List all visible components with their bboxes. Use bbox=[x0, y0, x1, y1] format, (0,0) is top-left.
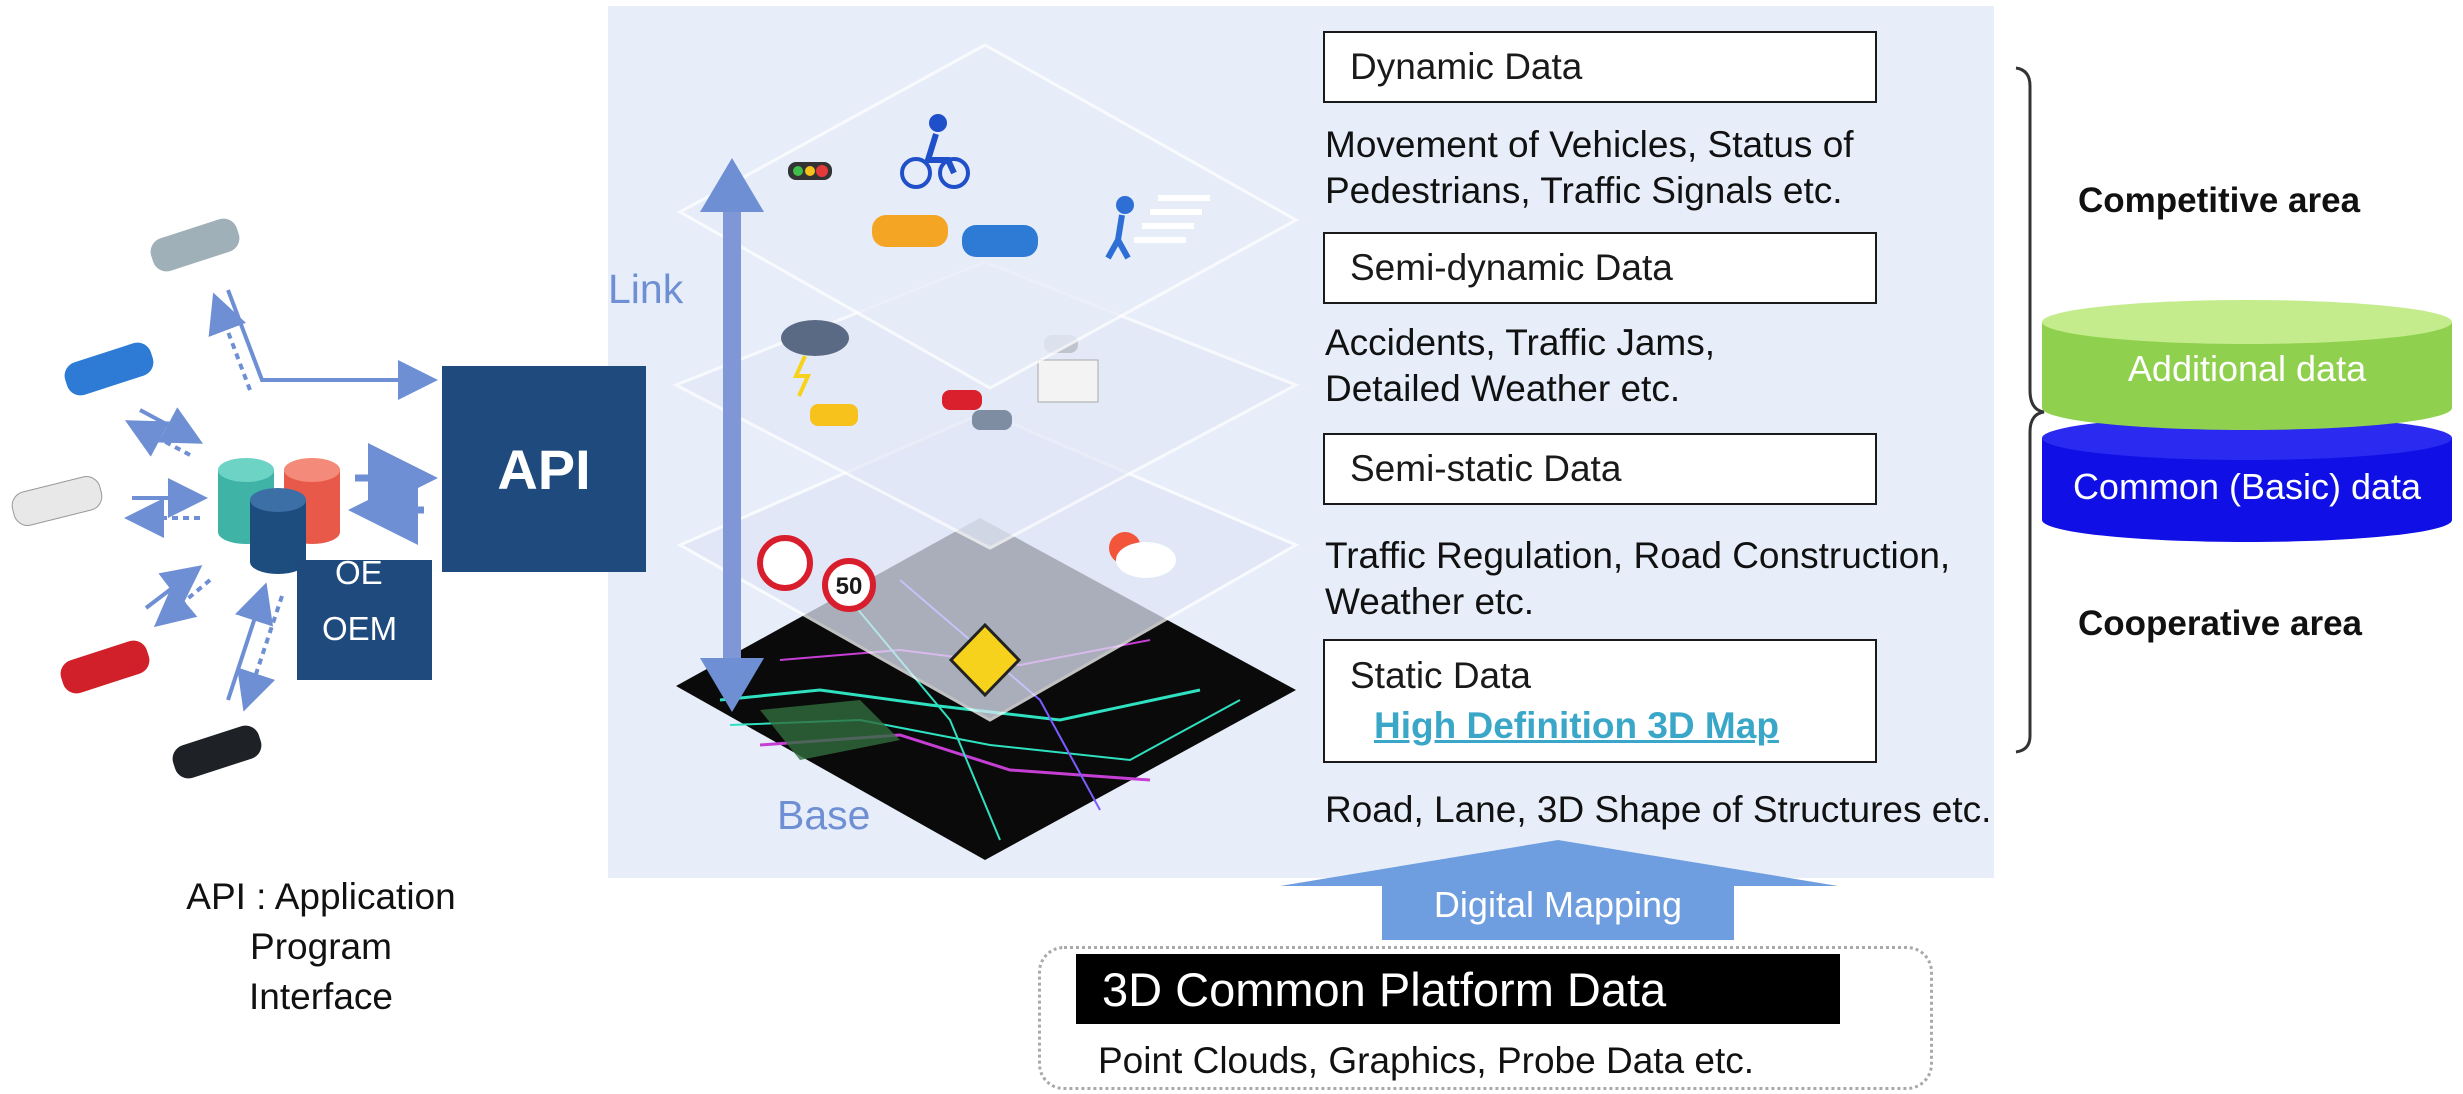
pedestrian-icon bbox=[1105, 196, 1134, 260]
dynamic-data-box: Dynamic Data bbox=[1323, 31, 1877, 103]
semi-static-layer: 50 bbox=[676, 410, 1300, 722]
api-note-line: Interface bbox=[249, 976, 393, 1017]
cloud-sun-icon bbox=[1109, 532, 1176, 578]
semi-dynamic-layer bbox=[672, 260, 1300, 550]
common-data-label: Common (Basic) data bbox=[2072, 466, 2422, 507]
oem-box: OE OEM bbox=[297, 560, 432, 680]
database-icons bbox=[218, 458, 340, 574]
api-box: API bbox=[442, 366, 646, 572]
car-icon bbox=[64, 342, 154, 396]
truck-icon bbox=[1037, 359, 1099, 403]
car-icon bbox=[962, 225, 1038, 257]
oem-partial-label: OE bbox=[335, 560, 383, 591]
platform-description: Point Clouds, Graphics, Probe Data etc. bbox=[1098, 1040, 1755, 1081]
car-icon bbox=[150, 218, 240, 272]
cooperative-area-label: Cooperative area bbox=[2078, 604, 2363, 643]
car-icon bbox=[872, 215, 948, 247]
description-line: Detailed Weather etc. bbox=[1325, 368, 1681, 409]
api-note-line: Program bbox=[250, 926, 392, 967]
svg-text:50: 50 bbox=[836, 573, 863, 600]
car-icon bbox=[942, 390, 982, 410]
car-accident-icon bbox=[810, 404, 858, 426]
speed-limit-sign-icon bbox=[822, 558, 876, 612]
description-line: Weather etc. bbox=[1325, 581, 1535, 622]
semi-static-data-description: Traffic Regulation, Road Construction, W… bbox=[1325, 533, 1950, 625]
description-line: Accidents, Traffic Jams, bbox=[1325, 322, 1715, 363]
oem-label: OEM bbox=[322, 610, 398, 647]
static-data-title: Static Data bbox=[1350, 655, 1531, 696]
car-fleet bbox=[11, 218, 262, 779]
car-icon bbox=[972, 410, 1012, 430]
car-icon bbox=[11, 476, 103, 526]
car-icon bbox=[172, 725, 262, 779]
data-flow-arrows bbox=[124, 289, 438, 712]
digital-mapping-label: Digital Mapping bbox=[1433, 884, 1683, 925]
crosswalk-icon bbox=[1134, 195, 1210, 243]
description-line: Traffic Regulation, Road Construction, bbox=[1325, 535, 1951, 576]
description-line: Movement of Vehicles, Status of bbox=[1325, 124, 1854, 165]
car-icon bbox=[60, 640, 150, 694]
static-data-description: Road, Lane, 3D Shape of Structures etc. bbox=[1325, 787, 1991, 833]
additional-data-label: Additional data bbox=[2127, 348, 2367, 389]
api-note-line: API : Application bbox=[186, 876, 456, 917]
area-bracket bbox=[2015, 66, 2045, 754]
storm-cloud-icon bbox=[781, 320, 849, 397]
semi-static-data-box: Semi-static Data bbox=[1323, 433, 1877, 505]
api-footnote: API : Application Program Interface bbox=[128, 872, 514, 1022]
platform-data-box bbox=[1038, 946, 1933, 1090]
digital-mapping-arrow bbox=[1280, 840, 1838, 940]
semi-dynamic-data-description: Accidents, Traffic Jams, Detailed Weathe… bbox=[1325, 320, 1715, 412]
cyclist-icon bbox=[900, 114, 970, 189]
additional-data-cylinder bbox=[2042, 300, 2452, 430]
dynamic-layer bbox=[676, 43, 1300, 390]
link-arrow bbox=[700, 158, 764, 712]
traffic-light-icon bbox=[788, 162, 832, 180]
dynamic-data-description: Movement of Vehicles, Status of Pedestri… bbox=[1325, 122, 1854, 214]
construction-sign-icon bbox=[948, 622, 1022, 698]
hd-map-link[interactable]: High Definition 3D Map bbox=[1374, 705, 1779, 746]
description-line: Road, Lane, 3D Shape of Structures etc. bbox=[1325, 789, 1992, 830]
static-data-box: Static Data High Definition 3D Map bbox=[1323, 639, 1877, 763]
description-line: Pedestrians, Traffic Signals etc. bbox=[1325, 170, 1843, 211]
no-parking-sign-icon bbox=[757, 535, 813, 591]
competitive-area-label: Competitive area bbox=[2078, 181, 2361, 220]
platform-title: 3D Common Platform Data bbox=[1076, 954, 1840, 1024]
base-label: Base bbox=[777, 792, 871, 838]
semi-dynamic-data-box: Semi-dynamic Data bbox=[1323, 232, 1877, 304]
link-label: Link bbox=[608, 266, 684, 312]
